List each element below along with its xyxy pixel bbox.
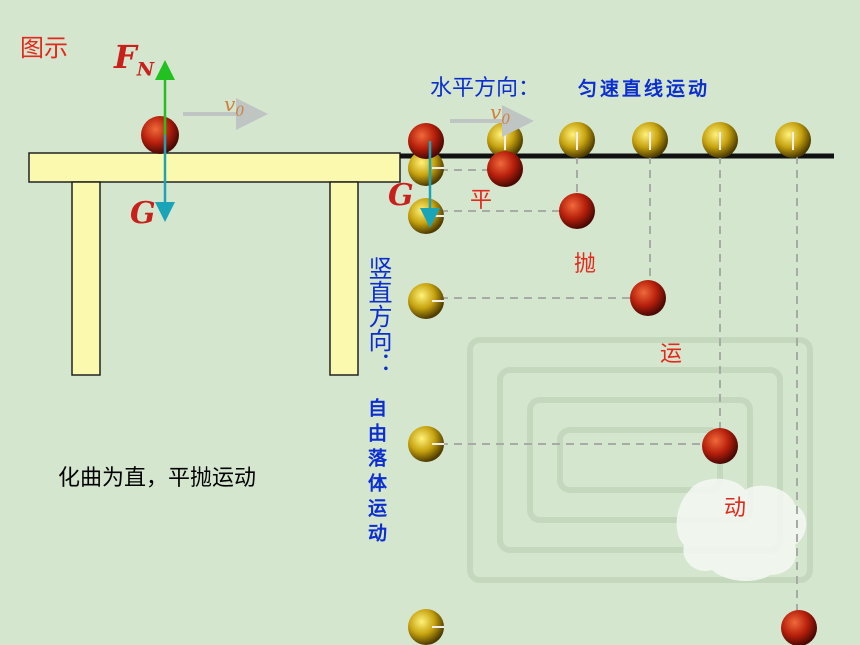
table-top <box>28 152 401 183</box>
vertical-motion-label: 自由落体运动 <box>365 398 387 548</box>
path-label-char: 平 <box>470 188 493 213</box>
velocity-subscript: 0 <box>501 112 511 128</box>
gravity-label-left: G <box>130 196 156 231</box>
normal-force-subscript: N <box>136 58 155 81</box>
projectile-balls <box>408 123 817 645</box>
velocity-symbol: v <box>490 100 502 124</box>
gravity-label-right: G <box>388 178 414 213</box>
velocity-subscript: 0 <box>235 104 245 120</box>
table <box>28 152 401 376</box>
table-leg-left <box>71 181 101 376</box>
normal-force-label: FN <box>114 38 154 80</box>
path-label-char: 运 <box>660 342 683 367</box>
gold-ball <box>408 150 444 186</box>
horizontal-motion-label: 匀速直线运动 <box>578 78 711 100</box>
horizontal-direction-label: 水平方向： <box>430 76 541 101</box>
normal-force-symbol: F <box>114 38 137 76</box>
summary-note: 化曲为直，平抛运动 <box>58 466 257 491</box>
red-ball <box>702 428 738 464</box>
path-label-char: 动 <box>724 496 747 521</box>
velocity-label-left: v0 <box>224 92 244 120</box>
dragon-logo-icon <box>676 478 807 582</box>
vertical-direction-label: 竖直方向： <box>364 256 392 376</box>
table-leg-right <box>329 181 359 376</box>
red-ball <box>630 280 666 316</box>
velocity-symbol: v <box>224 92 236 116</box>
red-ball <box>559 193 595 229</box>
gold-ball <box>408 283 444 319</box>
red-ball <box>781 610 817 645</box>
gold-ball <box>408 609 444 645</box>
red-ball <box>408 123 444 159</box>
red-ball-on-table <box>141 116 179 154</box>
gold-ball <box>408 426 444 462</box>
path-label-char: 抛 <box>574 252 597 277</box>
page-title: 图示 <box>20 34 68 62</box>
vertical-motion-balls <box>408 150 444 645</box>
velocity-label-right: v0 <box>490 100 510 128</box>
red-ball <box>487 151 523 187</box>
